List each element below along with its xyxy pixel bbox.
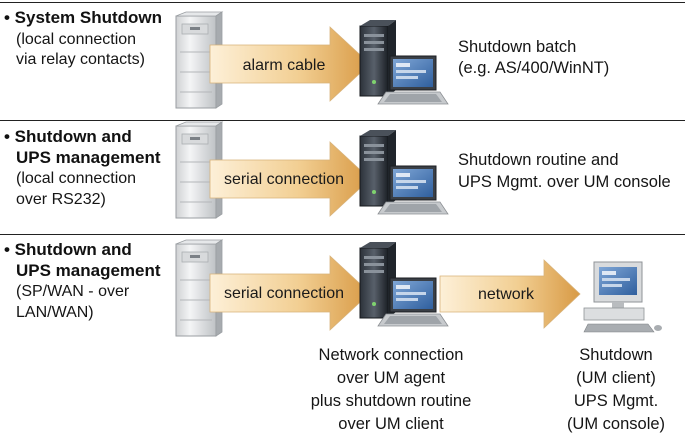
agent-description-line-2: over UM agent — [336, 369, 446, 387]
row-divider-3 — [0, 234, 685, 235]
server-workstation-icon — [359, 19, 449, 105]
desktop-computer-icon — [583, 261, 663, 333]
connection-arrow — [209, 255, 371, 331]
connection-arrow — [209, 26, 371, 102]
agent-description-line-1: Network connection — [318, 346, 464, 364]
row-3-title-line-1: • Shutdown and — [4, 240, 132, 259]
row-divider-2 — [0, 120, 685, 121]
row-2-title-line-1: • Shutdown and — [4, 127, 132, 146]
network-arrow-label: network — [477, 286, 535, 303]
row-3-subtitle-line-1: (SP/WAN - over — [16, 283, 130, 300]
row-2-arrow-label: serial connection — [223, 171, 345, 188]
client-description-line-2: (UM client) — [576, 369, 656, 387]
row-1-subtitle-line-2: via relay contacts) — [16, 51, 145, 68]
row-1-title: • System Shutdown — [4, 8, 163, 27]
row-1-description-line-1: Shutdown batch — [458, 38, 577, 56]
agent-description-line-4: over UM client — [338, 415, 444, 433]
row-2-subtitle-line-1: (local connection — [16, 170, 137, 187]
client-description-line-4: (UM console) — [566, 415, 666, 433]
server-workstation-icon — [359, 129, 449, 215]
row-1-description-line-2: (e.g. AS/400/WinNT) — [458, 59, 610, 77]
row-2-description-line-2: UPS Mgmt. over UM console — [458, 173, 671, 191]
row-1-arrow-label: alarm cable — [242, 57, 326, 74]
row-3-arrow-label: serial connection — [223, 285, 345, 302]
server-workstation-icon — [359, 241, 449, 327]
row-divider-1 — [0, 2, 685, 3]
connection-arrow — [209, 141, 371, 217]
client-description-line-1: Shutdown — [579, 346, 653, 364]
row-2-title-line-2: UPS management — [16, 148, 161, 167]
row-1-subtitle-line-1: (local connection — [16, 31, 137, 48]
row-3-subtitle-line-2: LAN/WAN) — [16, 304, 94, 321]
row-3-title-line-2: UPS management — [16, 261, 161, 280]
agent-description-line-3: plus shutdown routine — [310, 392, 472, 410]
client-description-line-3: UPS Mgmt. — [573, 392, 659, 410]
network-arrow — [439, 259, 581, 329]
row-2-description-line-1: Shutdown routine and — [458, 151, 619, 169]
row-2-subtitle-line-2: over RS232) — [16, 191, 106, 208]
